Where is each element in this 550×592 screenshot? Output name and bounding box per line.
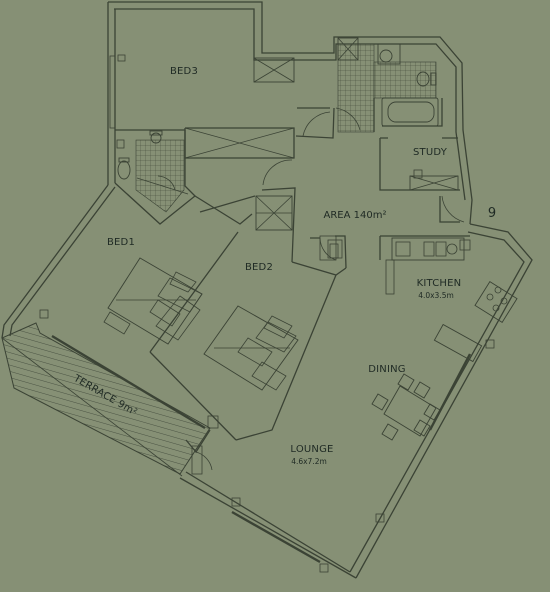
terrace bbox=[1, 309, 211, 477]
dining-label: DINING bbox=[368, 364, 406, 375]
lounge-walls bbox=[185, 339, 495, 573]
kitchen-size: 4.0x3.5m bbox=[418, 291, 454, 300]
main-bathroom bbox=[337, 37, 443, 133]
kitchen-area bbox=[379, 235, 518, 363]
bed3-ensuite bbox=[114, 129, 196, 225]
bed2-bed bbox=[203, 305, 299, 391]
lounge-size: 4.6x7.2m bbox=[291, 457, 327, 466]
bed1-room bbox=[103, 195, 256, 353]
outer-walls bbox=[1, 1, 533, 579]
kitchen-label: KITCHEN bbox=[417, 278, 462, 289]
column bbox=[39, 309, 49, 319]
unit-number: 9 bbox=[488, 206, 496, 221]
study-label: STUDY bbox=[413, 147, 448, 158]
bed1-label: BED1 bbox=[107, 237, 135, 248]
lounge-label: LOUNGE bbox=[290, 444, 333, 455]
bed2-room bbox=[149, 261, 347, 441]
area-label: AREA 140m² bbox=[324, 210, 387, 221]
bed3-label: BED3 bbox=[170, 66, 198, 77]
bed1-bed bbox=[103, 257, 203, 345]
bed2-label: BED2 bbox=[245, 262, 273, 273]
study-room bbox=[379, 137, 465, 223]
dining-table bbox=[371, 373, 441, 441]
